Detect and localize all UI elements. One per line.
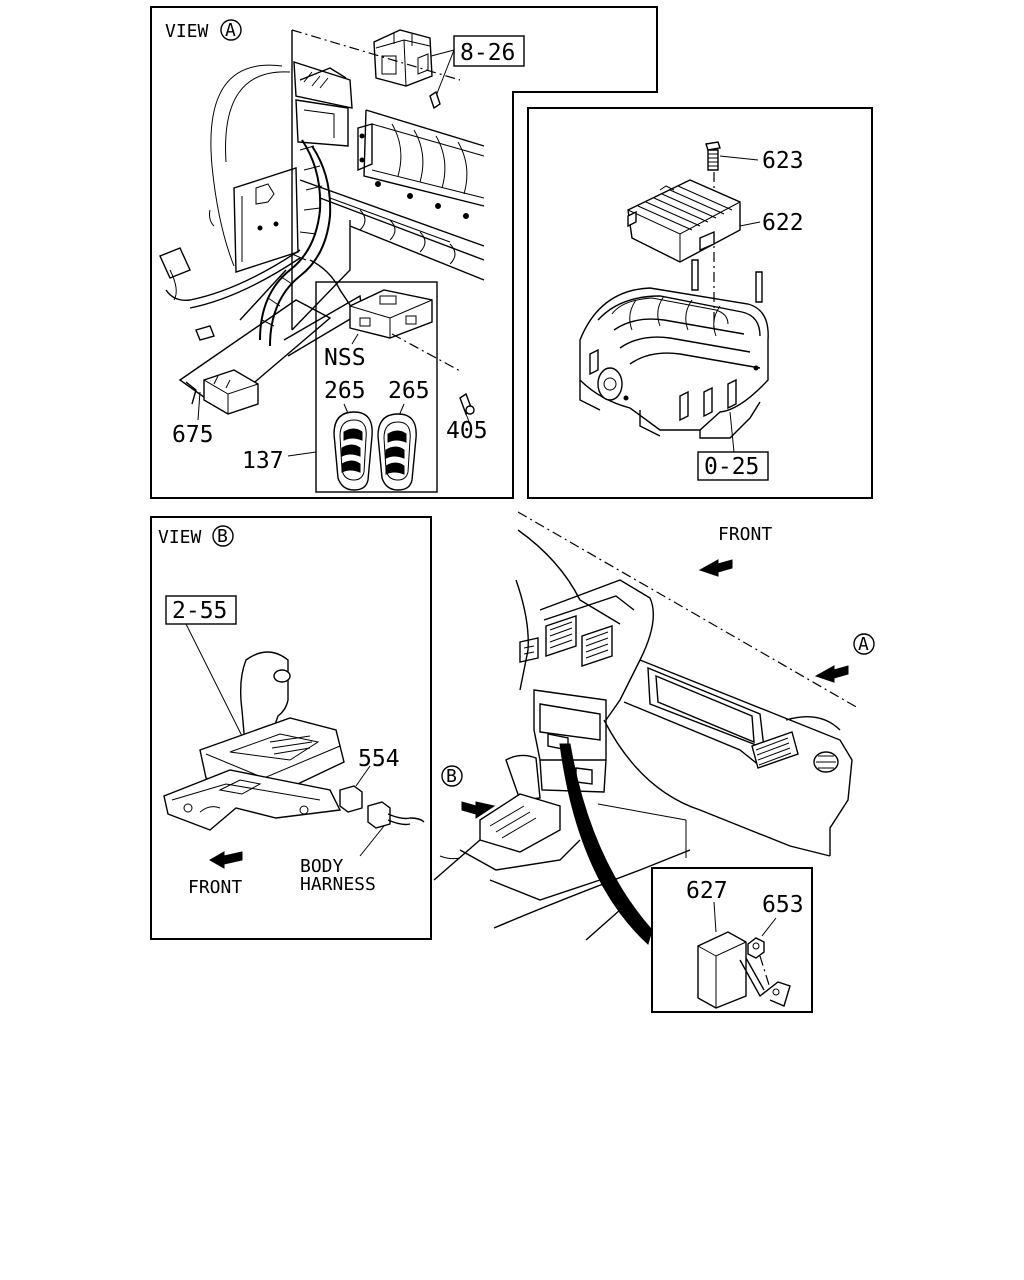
front-arrow-dashboard bbox=[698, 559, 733, 577]
body-label: BODY bbox=[300, 856, 344, 877]
relay-627 bbox=[697, 931, 747, 1009]
ref-2-55-box bbox=[165, 595, 237, 625]
marker-b-circle bbox=[441, 765, 463, 787]
relay-bracket bbox=[739, 957, 791, 1007]
part-405-label: 405 bbox=[446, 418, 488, 444]
marker-a-circle bbox=[853, 633, 875, 655]
marker-a-letter: A bbox=[858, 634, 869, 655]
arrow-b bbox=[461, 801, 496, 819]
view-a-title: VIEW bbox=[165, 21, 209, 42]
key-fob-left bbox=[333, 411, 373, 491]
ref-0-25-label: 0-25 bbox=[704, 454, 759, 480]
part-623-label: 623 bbox=[762, 148, 804, 174]
screw-8-26 bbox=[429, 90, 441, 110]
ref-2-55-label: 2-55 bbox=[172, 598, 227, 624]
part-627-label: 627 bbox=[686, 878, 728, 904]
ref-8-26-label: 8-26 bbox=[460, 40, 515, 66]
view-b-circle bbox=[212, 525, 234, 547]
view-b-title: VIEW bbox=[158, 527, 202, 548]
dashboard-front-label: FRONT bbox=[718, 524, 772, 545]
bolt-623 bbox=[705, 141, 721, 171]
view-a-circle bbox=[220, 19, 242, 41]
part-554-label: 554 bbox=[358, 746, 400, 772]
engine-panel-border bbox=[527, 107, 873, 499]
marker-b-letter: B bbox=[446, 766, 457, 787]
view-b-border bbox=[150, 516, 432, 940]
ignition-module-622 bbox=[627, 179, 741, 263]
view-a-circle-letter: A bbox=[225, 20, 236, 41]
relay-panel-border bbox=[651, 867, 813, 1013]
view-b-front-label: FRONT bbox=[188, 877, 242, 898]
instrument-panel-structure bbox=[291, 29, 485, 331]
center-vents bbox=[519, 615, 613, 667]
ref-0-25-box bbox=[697, 451, 769, 481]
nut-653 bbox=[747, 937, 765, 959]
nss-label: NSS bbox=[324, 345, 366, 371]
front-arrow-view-b bbox=[208, 851, 243, 869]
lower-bracket bbox=[178, 294, 363, 415]
view-a-panel: VIEW A 8-26 bbox=[150, 6, 658, 499]
wire-harness bbox=[159, 139, 361, 347]
nss-control-unit bbox=[349, 289, 433, 339]
control-unit-8-26 bbox=[373, 29, 433, 87]
view-a-border bbox=[150, 6, 658, 499]
relay-panel: 627 653 bbox=[651, 867, 813, 1013]
nss-subpanel-border bbox=[315, 281, 438, 493]
part-137-label: 137 bbox=[242, 448, 284, 474]
view-b-circle-letter: B bbox=[217, 526, 228, 547]
key-265-right-label: 265 bbox=[388, 378, 430, 404]
relay-harness-wire bbox=[559, 743, 653, 945]
part-653-label: 653 bbox=[762, 892, 804, 918]
view-b-panel: VIEW B 2-55 554 bbox=[150, 516, 432, 940]
side-vent bbox=[751, 731, 799, 769]
harness-label: HARNESS bbox=[300, 874, 376, 895]
side-trim-panel bbox=[209, 64, 299, 273]
engine-panel: 623 622 bbox=[527, 107, 873, 499]
connector-554 bbox=[339, 785, 425, 829]
dashboard-overview: FRONT A B bbox=[433, 511, 875, 945]
part-622-label: 622 bbox=[762, 210, 804, 236]
shift-lever-assembly bbox=[163, 651, 345, 831]
key-fob-right bbox=[377, 413, 417, 491]
part-675-label: 675 bbox=[172, 422, 214, 448]
key-265-left-label: 265 bbox=[324, 378, 366, 404]
intake-manifold bbox=[579, 259, 769, 439]
arrow-a bbox=[814, 665, 849, 683]
